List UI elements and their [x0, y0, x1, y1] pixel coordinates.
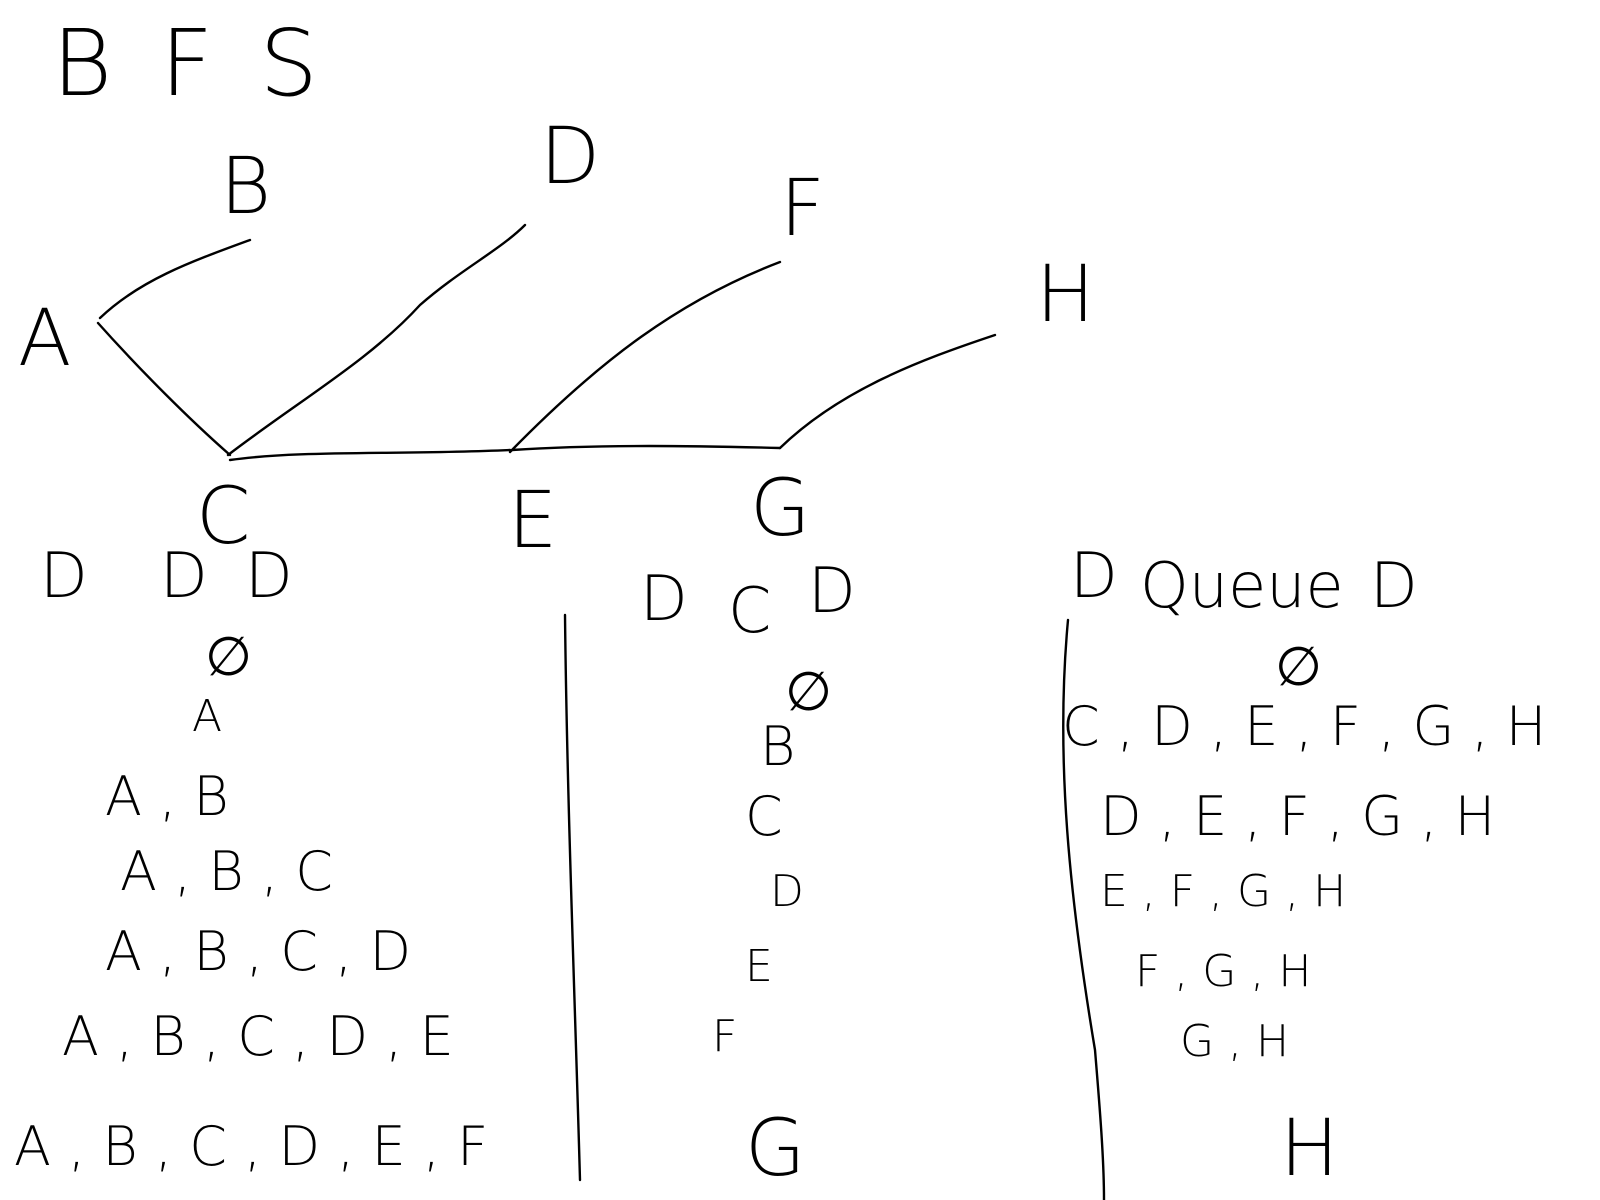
right-row-2: C , D , E , F , G , H: [1062, 695, 1547, 758]
edge-c-e: [228, 448, 512, 462]
right-row-6: G , H: [1180, 1016, 1290, 1067]
middle-header-2: C: [728, 574, 772, 647]
middle-header-3: D: [808, 554, 856, 627]
edge-g-h: [778, 333, 997, 450]
right-row-1: ∅: [1275, 635, 1323, 698]
left-header-2: D: [160, 539, 208, 612]
left-row-1: ∅: [205, 625, 253, 688]
middle-row-4: D: [770, 866, 804, 917]
edge-e-g: [510, 444, 782, 452]
left-row-6: A , B , C , D , E: [62, 1005, 454, 1068]
middle-row-3: C: [745, 785, 783, 848]
middle-row-1: ∅: [785, 660, 833, 723]
right-row-5: F , G , H: [1135, 946, 1312, 997]
node-h: H: [1036, 250, 1095, 340]
node-c: C: [196, 472, 251, 562]
right-header-left: D: [1070, 539, 1118, 612]
left-row-3: A , B: [105, 765, 229, 828]
middle-row-7: G: [745, 1104, 806, 1194]
left-row-4: A , B , C: [120, 840, 333, 903]
edge-c-d: [226, 223, 527, 457]
left-row-2: A: [192, 691, 223, 742]
node-b: B: [220, 142, 272, 232]
node-e: E: [508, 476, 558, 566]
title: BFS: [52, 10, 366, 117]
middle-row-6: F: [712, 1011, 738, 1062]
right-row-3: D , E , F , G , H: [1100, 785, 1496, 848]
left-header-3: D: [245, 539, 293, 612]
right-row-7: H: [1280, 1104, 1339, 1194]
left-header-1: D: [40, 539, 88, 612]
right-header-right: D: [1370, 549, 1418, 622]
divider-right: [1062, 618, 1106, 1200]
right-row-4: E , F , G , H: [1100, 866, 1347, 917]
left-row-5: A , B , C , D: [105, 920, 412, 983]
node-a: A: [18, 294, 72, 384]
middle-row-2: B: [760, 715, 796, 778]
edge-a-c: [96, 321, 232, 457]
middle-row-5: E: [745, 941, 773, 992]
right-header-mid: Queue: [1140, 549, 1344, 622]
left-row-7: A , B , C , D , E , F: [14, 1115, 489, 1178]
divider-left: [563, 613, 582, 1182]
edge-e-f: [508, 260, 782, 454]
node-g: G: [750, 464, 811, 554]
node-d: D: [540, 112, 601, 202]
edge-a-b: [98, 238, 252, 320]
node-f: F: [780, 164, 825, 254]
middle-header-1: D: [640, 562, 688, 635]
